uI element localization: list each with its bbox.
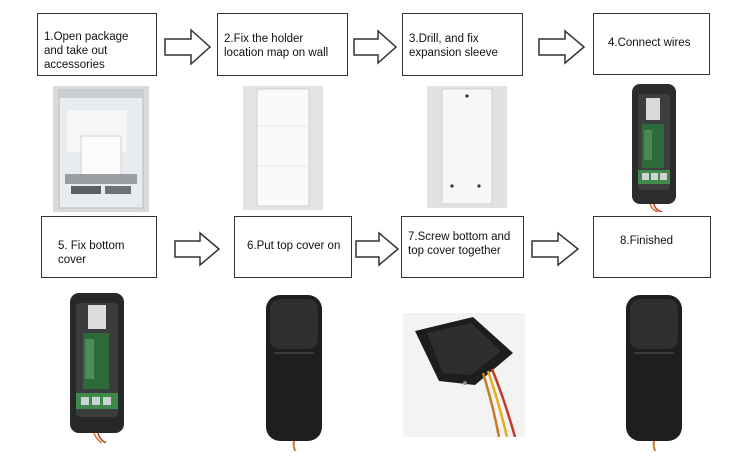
step-1-label: 1.Open package and take out accessories (44, 31, 129, 71)
step-5-box: 5. Fix bottom cover (41, 216, 157, 278)
wired-device-photo (632, 84, 676, 212)
arrow-right-icon (538, 29, 586, 65)
top-cover-photo (266, 295, 322, 451)
drilled-map-photo (427, 86, 507, 208)
step-5-label: 5. Fix bottom cover (58, 240, 125, 266)
step-3-label: 3.Drill, and fix expansion sleeve (409, 33, 498, 59)
arrow-right-icon (355, 231, 400, 267)
step-7-label: 7.Screw bottom and top cover together (408, 231, 511, 257)
arrow-right-icon (353, 29, 398, 65)
step-8-box: 8.Finished (593, 216, 711, 278)
step-3-box: 3.Drill, and fix expansion sleeve (402, 13, 523, 76)
step-7-box: 7.Screw bottom and top cover together (401, 216, 524, 278)
step-4-box: 4.Connect wires (593, 13, 710, 75)
step-4-label: 4.Connect wires (608, 37, 691, 49)
step-1-box: 1.Open package and take out accessories (37, 13, 157, 76)
step-2-box: 2.Fix the holder location map on wall (217, 13, 348, 76)
step-6-label: 6.Put top cover on (247, 240, 341, 252)
accessory-package-photo (53, 86, 149, 212)
bottom-cover-photo (70, 293, 124, 443)
location-map-photo (243, 86, 323, 210)
step-8-label: 8.Finished (620, 235, 674, 247)
step-2-label: 2.Fix the holder location map on wall (224, 33, 329, 59)
screw-together-photo (403, 313, 525, 437)
arrow-right-icon (531, 231, 580, 267)
step-6-box: 6.Put top cover on (234, 216, 352, 278)
arrow-right-icon (174, 231, 221, 267)
arrow-right-icon (164, 28, 212, 66)
finished-device-photo (626, 295, 682, 451)
